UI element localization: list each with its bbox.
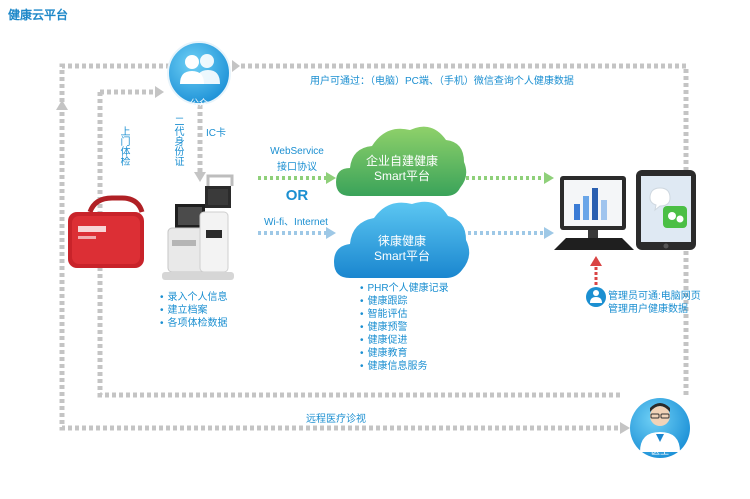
kiosk-item: 建立档案 (160, 304, 228, 317)
top-flow-text: 用户可通过：（电脑）PC端、（手机）微信查询个人健康数据 (310, 76, 574, 87)
id-card-label: 二代身份证 (172, 116, 183, 166)
arrow-head-left-down (56, 100, 68, 110)
kiosk-item: 录入个人信息 (160, 291, 228, 304)
public-cloud-line1: 徕康健康 (377, 234, 426, 248)
kiosk-item-list: 录入个人信息 建立档案 各项体检数据 (160, 291, 228, 330)
service-item: 健康信息服务 (360, 360, 449, 373)
public-cloud-shape (334, 201, 470, 278)
outer-flow-loop (59, 63, 689, 431)
arrow-head-top (232, 60, 240, 72)
public-icon (167, 41, 231, 105)
medical-bag-icon (68, 195, 145, 268)
enterprise-cloud-shape (336, 126, 467, 196)
service-list: PHR个人健康记录 健康跟踪 智能评估 健康预警 健康促进 健康教育 健康信息服… (360, 282, 449, 373)
kiosk-icon (162, 174, 234, 280)
desktop-monitor-icon (554, 176, 634, 250)
admin-text: 管理员可通:电脑网页 管理用户健康数据 (608, 290, 701, 316)
arrow-head-bottom (620, 422, 630, 434)
service-item: 健康预警 (360, 321, 449, 334)
doctor-icon (630, 398, 690, 458)
webservice-line2: 接口协议 (277, 162, 317, 173)
ic-card-label: IC卡 (206, 128, 226, 139)
enterprise-cloud-title: 企业自建健康 Smart平台 (350, 154, 454, 184)
service-item: PHR个人健康记录 (360, 282, 449, 295)
or-label: OR (285, 187, 309, 204)
tablet-icon (636, 170, 696, 250)
service-item: 健康促进 (360, 334, 449, 347)
public-label: 公众 (189, 98, 208, 108)
admin-icon (586, 287, 606, 307)
service-item: 智能评估 (360, 308, 449, 321)
arrow-head-home (155, 86, 164, 98)
public-cloud-title: 徕康健康 Smart平台 (350, 234, 454, 264)
doctor-label: 医生 (650, 446, 669, 456)
page-title: 健康云平台 (8, 8, 69, 22)
enterprise-cloud-line1: 企业自建健康 (365, 154, 438, 168)
home-check-label: 上门体检 (118, 126, 129, 166)
admin-line1: 管理员可通:电脑网页 (608, 291, 701, 302)
wifi-label: Wi-fi、Internet (264, 217, 328, 228)
service-item: 健康跟踪 (360, 295, 449, 308)
service-item: 健康教育 (360, 347, 449, 360)
public-cloud-line2: Smart平台 (373, 249, 430, 263)
bottom-flow-text: 远程医疗诊视 (306, 414, 366, 425)
admin-line2: 管理用户健康数据 (608, 304, 688, 315)
kiosk-item: 各项体检数据 (160, 317, 228, 330)
webservice-line1: WebService (270, 146, 324, 157)
enterprise-cloud-line2: Smart平台 (373, 169, 430, 183)
